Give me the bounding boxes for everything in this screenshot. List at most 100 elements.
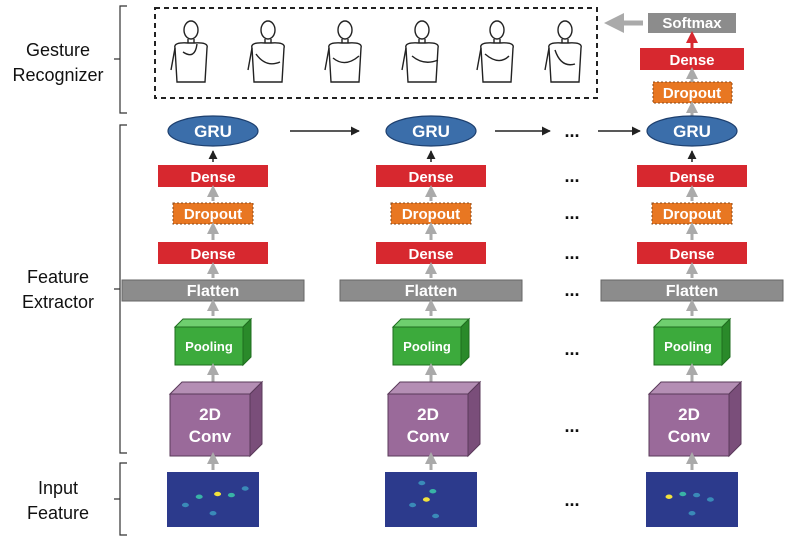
top-dropout-label: Dropout bbox=[663, 85, 721, 102]
feature-heatmap-icon-2 bbox=[385, 472, 477, 527]
heatmap-blob-1-3 bbox=[227, 492, 235, 498]
dense-lower-1 bbox=[158, 242, 268, 264]
pooling-side-1 bbox=[242, 317, 252, 367]
ellipsis-3: ... bbox=[564, 203, 579, 223]
label-input-feature-line2: Feature bbox=[27, 503, 89, 523]
conv-3 bbox=[648, 393, 730, 457]
heatmap-blob-2-3 bbox=[418, 480, 426, 486]
pooling-top-2 bbox=[391, 318, 471, 328]
heatmap-blob-3-3 bbox=[693, 492, 701, 498]
ellipsis-group: ........................ bbox=[564, 121, 579, 510]
flatten-label-1: Flatten bbox=[187, 283, 239, 300]
heatmap-blob-3-2 bbox=[679, 491, 687, 497]
conv-label-conv-1: Conv bbox=[189, 427, 232, 446]
label-gesture-recognizer-line2: Recognizer bbox=[12, 65, 103, 85]
conv-2 bbox=[387, 393, 469, 457]
dense-upper-label-2: Dense bbox=[408, 169, 453, 186]
label-gesture-recognizer-line1: Gesture bbox=[26, 40, 90, 60]
dense-upper-2 bbox=[376, 165, 486, 187]
conv-label-2d-1: 2D bbox=[199, 405, 221, 424]
top-dense-layer bbox=[640, 48, 744, 70]
heatmap-blob-1-4 bbox=[209, 511, 217, 516]
label-feature-extractor-line2: Extractor bbox=[22, 292, 94, 312]
flatten-label-3: Flatten bbox=[666, 283, 718, 300]
gesture-pose-6-icon bbox=[544, 20, 582, 83]
heatmap-blob-2-2 bbox=[429, 489, 437, 494]
heatmap-blob-2-4 bbox=[432, 513, 440, 519]
dense-lower-label-3: Dense bbox=[669, 246, 714, 263]
heatmap-blob-1-5 bbox=[181, 502, 189, 508]
gru-label-1: GRU bbox=[194, 122, 232, 141]
conv-top-3 bbox=[647, 381, 743, 395]
pooling-label-3: Pooling bbox=[664, 339, 712, 354]
conv-top-2 bbox=[386, 381, 482, 395]
gesture-pose-2-icon bbox=[247, 20, 285, 83]
heatmap-blob-2-5 bbox=[409, 502, 417, 508]
gru-cell-2 bbox=[385, 115, 477, 147]
conv-label-2d-2: 2D bbox=[417, 405, 439, 424]
ellipsis-6: ... bbox=[564, 339, 579, 359]
ellipsis-2: ... bbox=[564, 166, 579, 186]
heatmap-blob-1-1 bbox=[195, 494, 203, 499]
gru-label-2: GRU bbox=[412, 122, 450, 141]
pooling-side-2 bbox=[460, 317, 470, 367]
gesture-pose-1-icon bbox=[170, 20, 208, 83]
dense-lower-label-2: Dense bbox=[408, 246, 453, 263]
ellipsis-4: ... bbox=[564, 243, 579, 263]
pooling-3 bbox=[653, 326, 723, 366]
dropout-label-2: Dropout bbox=[402, 206, 460, 223]
pooling-top-1 bbox=[173, 318, 253, 328]
pooling-top-3 bbox=[652, 318, 732, 328]
top-dropout-layer bbox=[652, 81, 733, 104]
ellipsis-8: ... bbox=[564, 490, 579, 510]
conv-side-1 bbox=[249, 380, 263, 458]
gesture-pose-4-icon bbox=[401, 20, 439, 83]
gru-label-3: GRU bbox=[673, 122, 711, 141]
conv-side-2 bbox=[467, 380, 481, 458]
dropout-label-3: Dropout bbox=[663, 206, 721, 223]
dense-lower-3 bbox=[637, 242, 747, 264]
gesture-box bbox=[154, 7, 598, 99]
flatten-label-2: Flatten bbox=[405, 283, 457, 300]
dense-lower-label-1: Dense bbox=[190, 246, 235, 263]
time-step-columns: GRUDenseDropoutDenseFlattenPooling2DConv… bbox=[121, 115, 784, 527]
feature-heatmap-icon-1 bbox=[167, 472, 259, 527]
label-feature-extractor-line1: Feature bbox=[27, 267, 89, 287]
ellipsis-5: ... bbox=[564, 280, 579, 300]
pooling-1 bbox=[174, 326, 244, 366]
gru-cell-3 bbox=[646, 115, 738, 147]
dense-upper-1 bbox=[158, 165, 268, 187]
gesture-icons bbox=[170, 20, 582, 83]
bracket-feature-extractor bbox=[114, 124, 127, 454]
bracket-input-feature bbox=[114, 462, 127, 536]
pooling-label-2: Pooling bbox=[403, 339, 451, 354]
heatmap-blob-2-1 bbox=[422, 497, 430, 502]
gru-cell-1 bbox=[167, 115, 259, 147]
dense-upper-3 bbox=[637, 165, 747, 187]
conv-side-3 bbox=[728, 380, 742, 458]
bracket-gesture-recognizer bbox=[114, 5, 127, 114]
pooling-side-3 bbox=[721, 317, 731, 367]
conv-label-2d-3: 2D bbox=[678, 405, 700, 424]
heatmap-blob-1-2 bbox=[214, 491, 222, 497]
softmax-label: Softmax bbox=[662, 15, 722, 32]
label-input-feature-line1: Input bbox=[38, 478, 78, 498]
pooling-2 bbox=[392, 326, 462, 366]
heatmap-blob-3-5 bbox=[688, 511, 696, 516]
pooling-label-1: Pooling bbox=[185, 339, 233, 354]
dense-upper-label-3: Dense bbox=[669, 169, 714, 186]
dense-upper-label-1: Dense bbox=[190, 169, 235, 186]
conv-top-1 bbox=[168, 381, 264, 395]
heatmap-blob-3-4 bbox=[706, 497, 714, 502]
heatmap-blob-3-1 bbox=[665, 494, 673, 499]
gesture-pose-3-icon bbox=[324, 20, 362, 83]
ellipsis-1: ... bbox=[564, 121, 579, 141]
feature-heatmap-icon-3 bbox=[646, 472, 738, 527]
gesture-pose-5-icon bbox=[476, 20, 514, 83]
conv-1 bbox=[169, 393, 251, 457]
